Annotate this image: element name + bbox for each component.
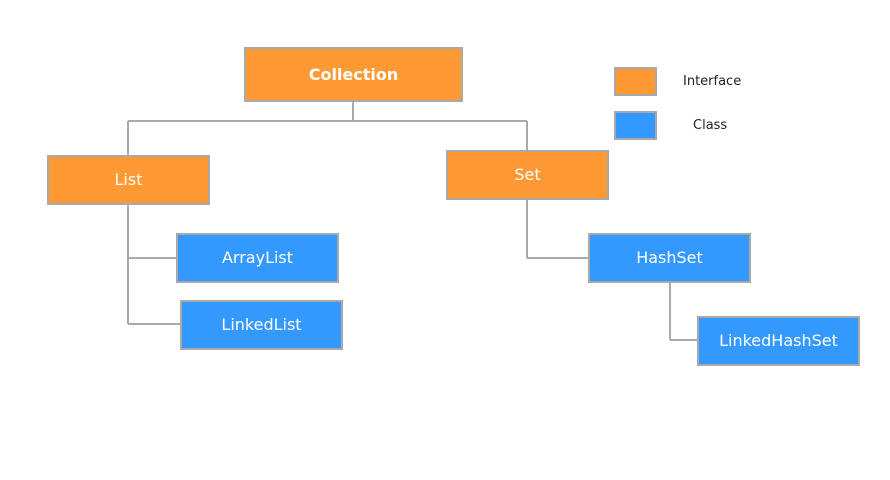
node-linkedlist: LinkedList [180,300,343,350]
node-set: Set [446,150,609,200]
node-linkedhashset: LinkedHashSet [697,316,860,366]
node-list-label: List [114,170,143,189]
node-hashset-label: HashSet [636,248,703,267]
node-hashset: HashSet [588,233,751,283]
node-collection-label: Collection [308,64,399,84]
node-arraylist: ArrayList [176,233,339,283]
node-arraylist-label: ArrayList [221,248,294,267]
legend-class-label: Class [693,118,728,133]
node-linkedlist-label: LinkedList [221,315,302,334]
node-linkedhashset-label: LinkedHashSet [719,331,838,350]
node-collection: Collection [244,47,463,102]
legend-interface-label: Interface [683,74,742,89]
node-list: List [47,155,210,205]
legend-interface-swatch [614,67,657,96]
legend-class-swatch [614,111,657,140]
node-set-label: Set [514,165,541,184]
